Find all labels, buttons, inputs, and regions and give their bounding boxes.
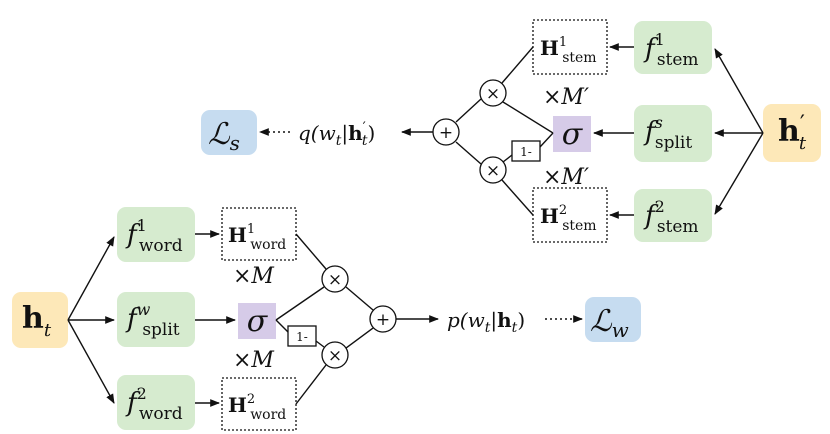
stem-mul-2-label: × — [486, 161, 500, 181]
word-input-label: ht — [22, 301, 52, 341]
stem-input-label: h′t — [778, 112, 807, 154]
stem-mul-1-label: × — [486, 84, 500, 104]
word-add-label: + — [376, 310, 390, 330]
H-word-2-box — [221, 377, 297, 431]
stem-add-label: + — [439, 123, 453, 143]
word-mul-1-label: × — [328, 270, 342, 290]
stem-input-box — [763, 104, 821, 162]
f-word-2-box — [117, 375, 195, 430]
word-loss-label: ℒw — [590, 304, 629, 342]
f-split-word-box — [117, 292, 195, 347]
word-sigma-label: σ — [247, 304, 269, 339]
f-stem-1-box — [634, 21, 712, 74]
word-input-box — [12, 292, 68, 348]
stem-mul-2-circle — [479, 156, 507, 184]
word-repeat-2: ×M — [233, 348, 274, 373]
f-stem-2-box — [634, 189, 712, 242]
word-sigma-box — [238, 303, 276, 339]
word-prob-label: p(wt|ht) — [447, 308, 525, 336]
stem-prob-label: q(wt|h′t) — [298, 120, 375, 149]
f-word-1-box — [117, 207, 195, 262]
stem-sigma-label: σ — [562, 117, 584, 152]
H-stem-2-box — [532, 187, 608, 243]
f-split-stem-box — [634, 105, 712, 162]
word-one-minus-label: 1- — [296, 330, 308, 344]
stem-mul-1-circle — [479, 79, 507, 107]
word-mul-1-circle — [321, 265, 349, 293]
stem-edges — [259, 43, 764, 219]
word-one-minus-box — [287, 325, 317, 347]
word-repeat-1: ×M — [233, 264, 274, 289]
stem-repeat-2: ×M′ — [543, 165, 589, 190]
stem-sigma-box — [553, 116, 591, 152]
stem-repeat-1: ×M′ — [543, 85, 589, 110]
stem-one-minus-label: 1- — [520, 145, 532, 159]
word-mul-2-circle — [321, 341, 349, 369]
stem-loss-label: ℒs — [208, 117, 240, 155]
word-mul-2-label: × — [328, 346, 342, 366]
stem-one-minus-box — [511, 140, 541, 162]
stem-loss-box — [201, 110, 257, 155]
word-edges — [67, 230, 583, 407]
word-loss-box — [585, 297, 641, 342]
